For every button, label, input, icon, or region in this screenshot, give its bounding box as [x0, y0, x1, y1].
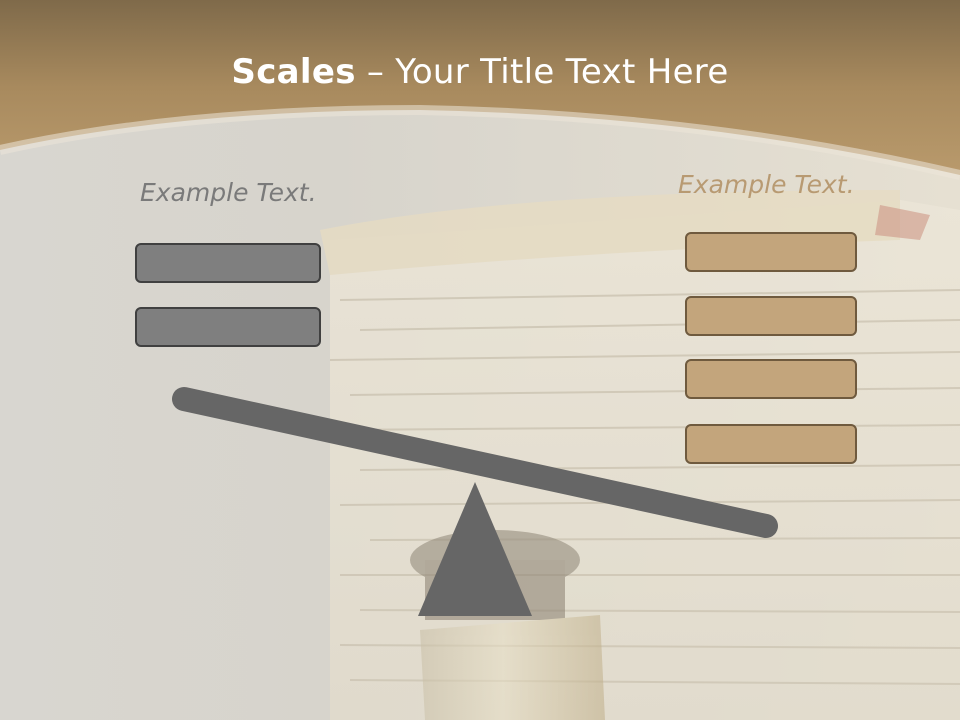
slide-title: Scales – Your Title Text Here: [0, 52, 960, 92]
right-box-2: [685, 296, 857, 336]
title-rest: – Your Title Text Here: [355, 52, 729, 92]
header-divider-curve: [0, 104, 960, 180]
right-label: Example Text.: [678, 170, 855, 199]
left-label: Example Text.: [140, 178, 317, 207]
right-box-4: [685, 424, 857, 464]
left-box-2: [135, 307, 321, 347]
left-box-1: [135, 243, 321, 283]
scale-fulcrum: [418, 482, 532, 616]
scale-beam: [172, 387, 778, 538]
title-bold: Scales: [231, 52, 356, 92]
right-box-1: [685, 232, 857, 272]
right-box-3: [685, 359, 857, 399]
